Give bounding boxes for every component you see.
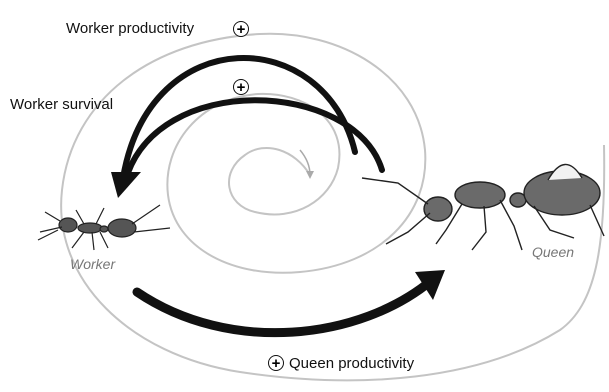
queen-productivity-arrow xyxy=(137,280,432,333)
queen-ant-drawing xyxy=(362,164,604,250)
plus-icon-worker-survival: + xyxy=(233,79,249,95)
worker-ant-drawing xyxy=(38,205,170,250)
worker-survival-label: Worker survival xyxy=(10,96,113,113)
queen-productivity-label: Queen productivity xyxy=(289,355,414,372)
worker-caste-label: Worker xyxy=(70,256,115,272)
queen-caste-label: Queen xyxy=(532,244,574,260)
worker-survival-arrow xyxy=(125,100,382,182)
arrowhead-to-worker xyxy=(111,172,141,198)
worker-productivity-label: Worker productivity xyxy=(66,20,194,37)
plus-icon-worker-productivity: + xyxy=(233,21,249,37)
plus-icon-queen-productivity: + xyxy=(268,355,284,371)
